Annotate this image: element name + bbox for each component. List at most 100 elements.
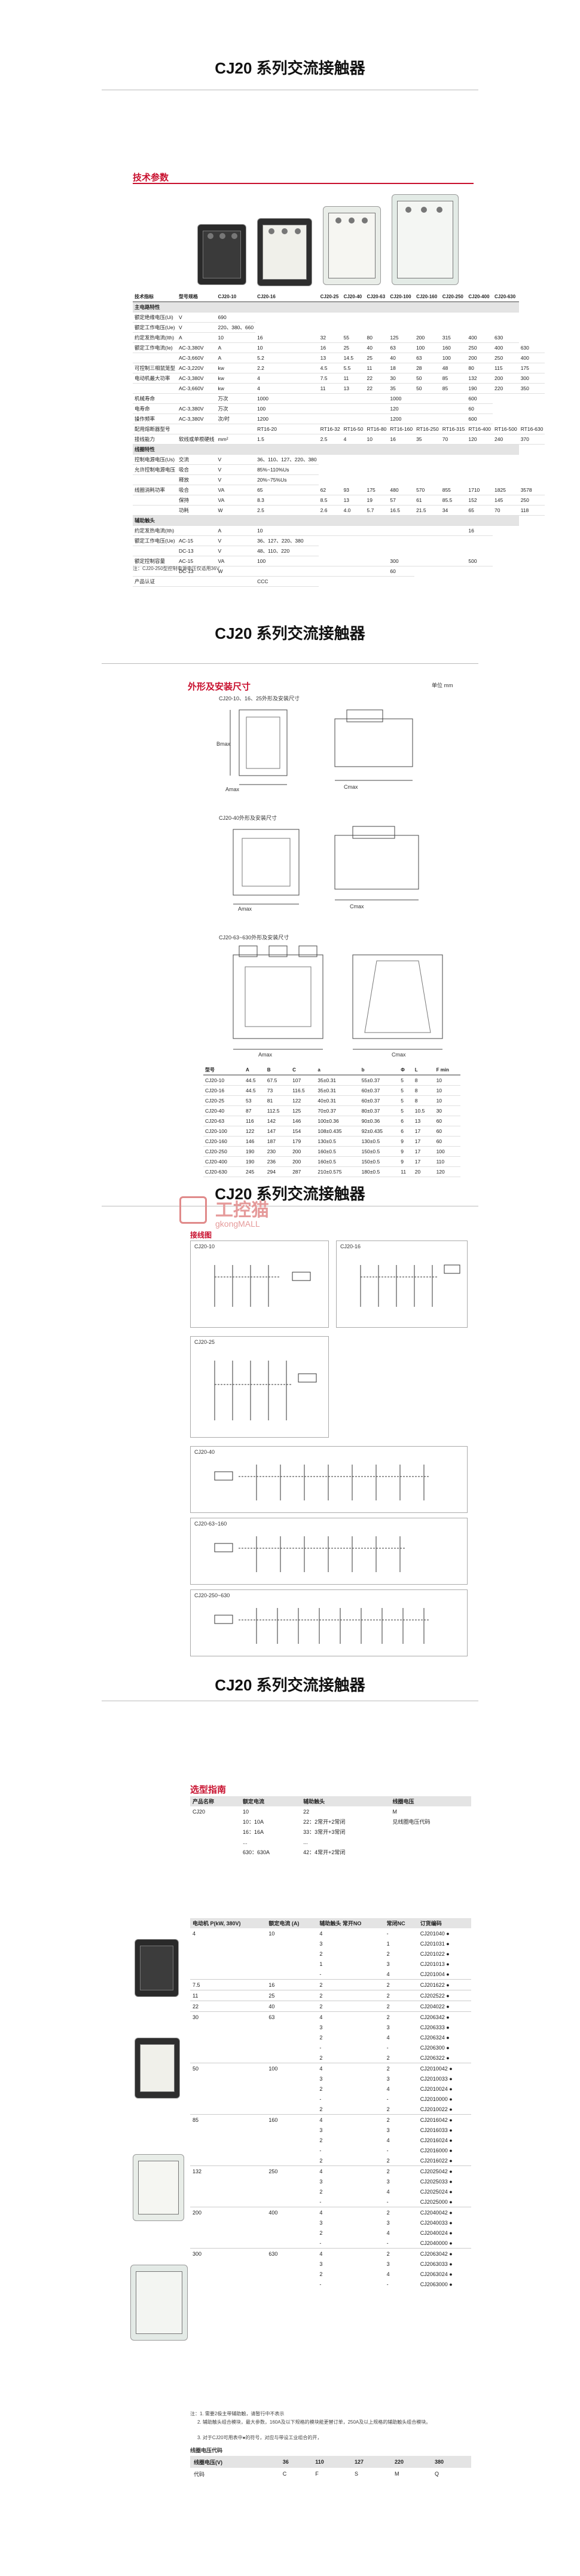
table-cell: 11 (341, 373, 365, 384)
table-cell: 16：16A (242, 1829, 264, 1835)
selection-note-3: 3. 对于CJ20可用表中●的符号，对应与带设工业组合的开， (197, 2435, 322, 2440)
header-cell: 380 (431, 2456, 471, 2468)
table-cell: 5 (399, 1085, 413, 1096)
table-cell: 5.2 (255, 353, 319, 363)
table-cell (190, 2104, 266, 2115)
table-cell: 30 (193, 2014, 199, 2020)
table-cell: 116 (244, 1116, 265, 1126)
table-cell (190, 1817, 240, 1827)
header-rule-2 (102, 663, 478, 664)
table-cell: AC-3,660V (177, 353, 216, 363)
table-cell: CJ2025042 ● (420, 2168, 453, 2174)
table-cell: RT16-500 (493, 424, 519, 434)
table-cell: 4 (319, 2065, 323, 2072)
table-cell: 2 (319, 2157, 323, 2164)
table-cell: 63 (388, 342, 415, 353)
dimension-drawing-cj20-40 (233, 826, 419, 905)
table-cell (177, 576, 216, 587)
table-cell: 16.5 (388, 505, 415, 516)
table-cell: 3 (319, 2075, 323, 2082)
table-cell: 11 (193, 1992, 199, 1999)
table-cell: 150±0.5 (359, 1156, 399, 1167)
table-cell: 3 (319, 2260, 323, 2267)
table-cell (266, 2042, 317, 2053)
table-cell: 600 (466, 413, 493, 424)
table-cell: 130±0.5 (316, 1136, 360, 1147)
table-cell: 70 (440, 434, 467, 445)
sel-photo-4 (130, 2265, 188, 2341)
table-cell: CJ2010000 ● (420, 2096, 453, 2102)
dim-caption-63-630: CJ20-63~630外形及安装尺寸 (219, 935, 289, 941)
table-cell (190, 2073, 266, 2084)
table-cell: 60 (434, 1136, 460, 1147)
table-cell: 10.5 (413, 1105, 435, 1116)
table-cell (414, 403, 441, 414)
table-cell: 2 (319, 1981, 323, 1988)
table-cell (266, 2238, 317, 2249)
table-cell (266, 2279, 317, 2289)
table-cell: 855 (440, 485, 467, 495)
page-header-2: CJ20 系列交流接触器 (215, 624, 365, 642)
table-cell: 630 (518, 342, 545, 353)
dimension-drawing-cj20-63-630 (233, 945, 443, 1050)
table-cell: 4 (193, 1930, 196, 1937)
table-cell: 2 (319, 2003, 323, 2010)
wiring-diagram-cj20-63-160: CJ20-63~160 (190, 1518, 468, 1585)
table-cell (190, 2022, 266, 2032)
table-cell: 400 (466, 332, 493, 343)
table-cell: 250 (518, 495, 545, 506)
table-cell: V (216, 454, 256, 465)
table-cell (440, 393, 467, 404)
table-cell: CJ20-25 (203, 1095, 245, 1106)
table-cell: 13 (341, 383, 365, 394)
table-cell (365, 525, 389, 536)
table-cell: 软线或单根硬线 (177, 434, 216, 445)
table-cell: 370 (518, 434, 545, 445)
table-cell: 87 (244, 1105, 265, 1116)
table-cell (266, 2135, 317, 2145)
table-cell (190, 2197, 266, 2207)
table-cell: V (177, 312, 216, 323)
table-cell: mm² (216, 434, 256, 445)
table-cell: A (216, 525, 256, 536)
table-cell: 3 (319, 1940, 323, 1947)
table-cell: 22：2常开+2常闭 (303, 1819, 346, 1825)
table-cell: 17 (413, 1126, 435, 1137)
table-cell: 2 (319, 2137, 323, 2143)
table-cell: V (177, 322, 216, 333)
table-cell: AC-3,380V (177, 403, 216, 414)
watermark-logo-icon (179, 1196, 207, 1224)
table-cell: 额定工作电流(Ie) (133, 342, 178, 353)
table-cell (365, 556, 389, 566)
table-cell: F (315, 2471, 319, 2477)
table-cell: 约定发热电流(Ith) (133, 525, 178, 536)
table-cell: 100 (255, 556, 319, 566)
table-cell: 175 (365, 485, 389, 495)
table-cell (190, 2084, 266, 2094)
table-cell: CJ20 (193, 1808, 206, 1815)
table-cell: 8 (413, 1095, 435, 1106)
table-cell: 13 (318, 353, 342, 363)
header-cell: 127 (351, 2456, 391, 2468)
table-cell (190, 2135, 266, 2145)
table-cell (318, 556, 342, 566)
table-cell: 350 (518, 383, 545, 394)
header-cell: 额定电流 (A) (266, 1918, 318, 1928)
table-cell (266, 2217, 317, 2228)
table-cell: - (386, 2044, 389, 2051)
table-cell: 100 (268, 2065, 278, 2072)
table-cell: 65 (255, 485, 319, 495)
table-cell: 释放 (177, 474, 216, 485)
header-cell: 线圈电压(V) (190, 2456, 279, 2468)
table-cell: 44.5 (244, 1085, 265, 1096)
wiring-diagram-cj20-16: CJ20-16 (336, 1240, 468, 1328)
table-cell: 480 (388, 485, 415, 495)
table-cell: 4.0 (341, 505, 365, 516)
table-cell: CJ201013 ● (420, 1961, 450, 1967)
